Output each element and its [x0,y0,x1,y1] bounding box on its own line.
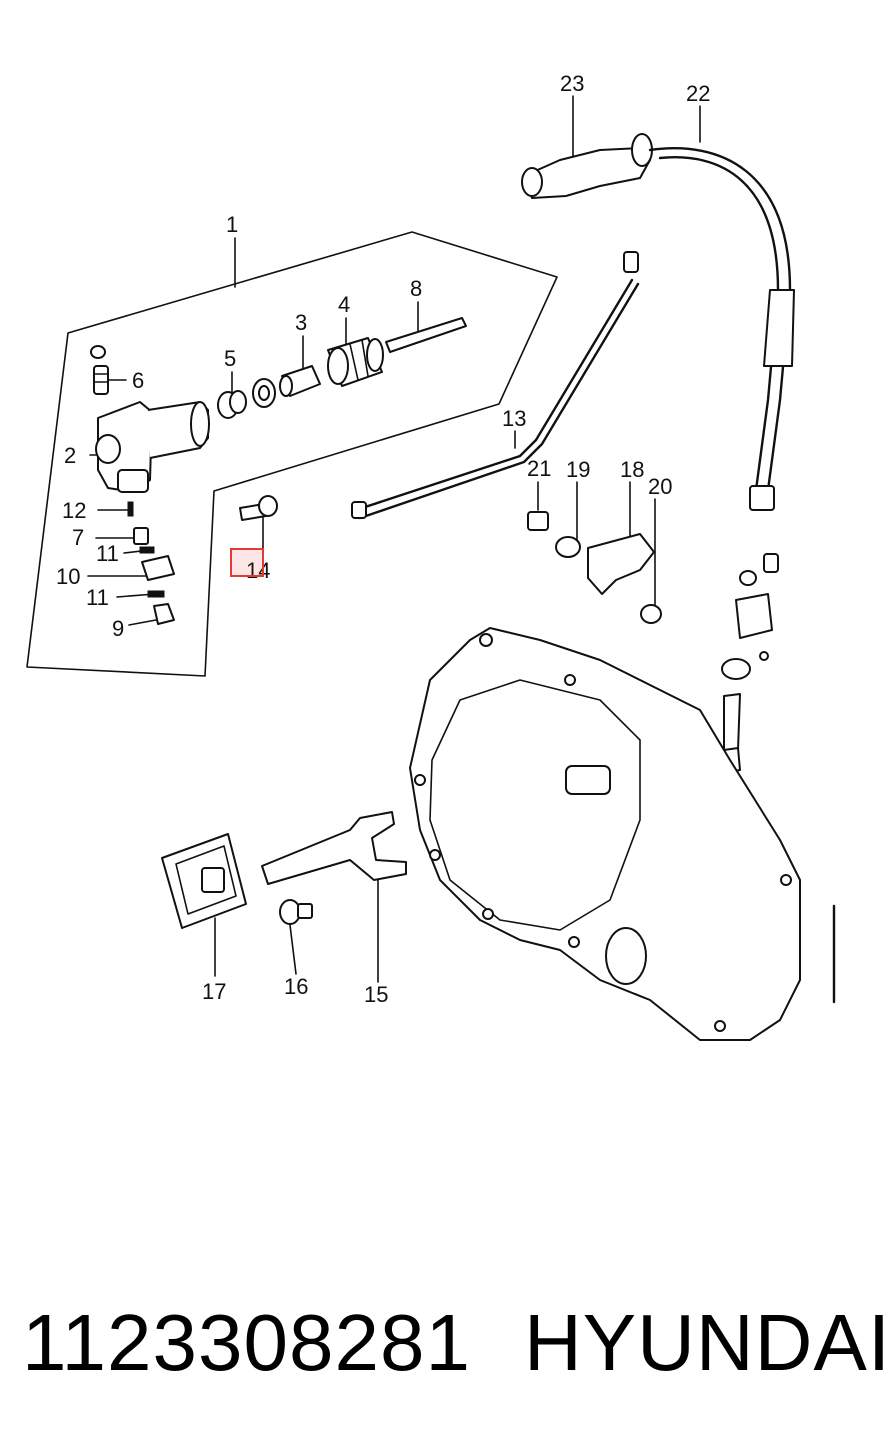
leader-lines [87,95,701,983]
callout-16: 16 [284,974,308,999]
callout-23: 23 [560,71,584,96]
highlight-box [230,548,264,577]
speedometer-cable [521,133,795,511]
brand-name: HYUNDAI [524,1298,887,1387]
callout-18: 18 [620,457,644,482]
hydraulic-line [351,251,640,520]
release-fork [161,811,407,929]
callout-4: 4 [338,292,350,317]
callout-11-lower: 11 [86,585,109,610]
callout-5: 5 [224,346,236,371]
callout-9: 9 [112,616,124,641]
callout-19: 19 [566,457,590,482]
parts-diagram: 1 2 3 4 5 6 7 8 9 10 11 11 12 13 14 15 1… [26,71,836,1041]
callout-21: 21 [527,456,551,481]
callout-7: 7 [72,525,84,550]
footer: 1123308281 HYUNDAI [22,1298,887,1388]
part-number: 1123308281 [22,1298,471,1387]
piston-parts [217,317,467,419]
callout-20: 20 [648,474,672,499]
bracket-parts [527,511,662,624]
callout-1: 1 [226,212,238,237]
callout-14: 14 [246,558,270,583]
master-cylinder [95,401,210,493]
callout-8: 8 [410,276,422,301]
callout-6: 6 [132,368,144,393]
small-parts [127,501,175,625]
subassembly-outline [26,231,558,677]
callout-13: 13 [502,406,526,431]
callout-15: 15 [364,982,388,1007]
callout-2: 2 [64,443,76,468]
valve-fitting [90,345,109,395]
gear-parts [709,553,779,775]
callout-17: 17 [202,979,226,1004]
bleeder-bolt [239,495,278,521]
callout-3: 3 [295,310,307,335]
callout-12: 12 [62,498,86,523]
callout-22: 22 [686,81,710,106]
callout-10: 10 [56,564,80,589]
clutch-housing [409,627,836,1041]
callout-11-upper: 11 [96,541,119,566]
callout-labels: 1 2 3 4 5 6 7 8 9 10 11 11 12 13 14 15 1… [56,71,710,1007]
